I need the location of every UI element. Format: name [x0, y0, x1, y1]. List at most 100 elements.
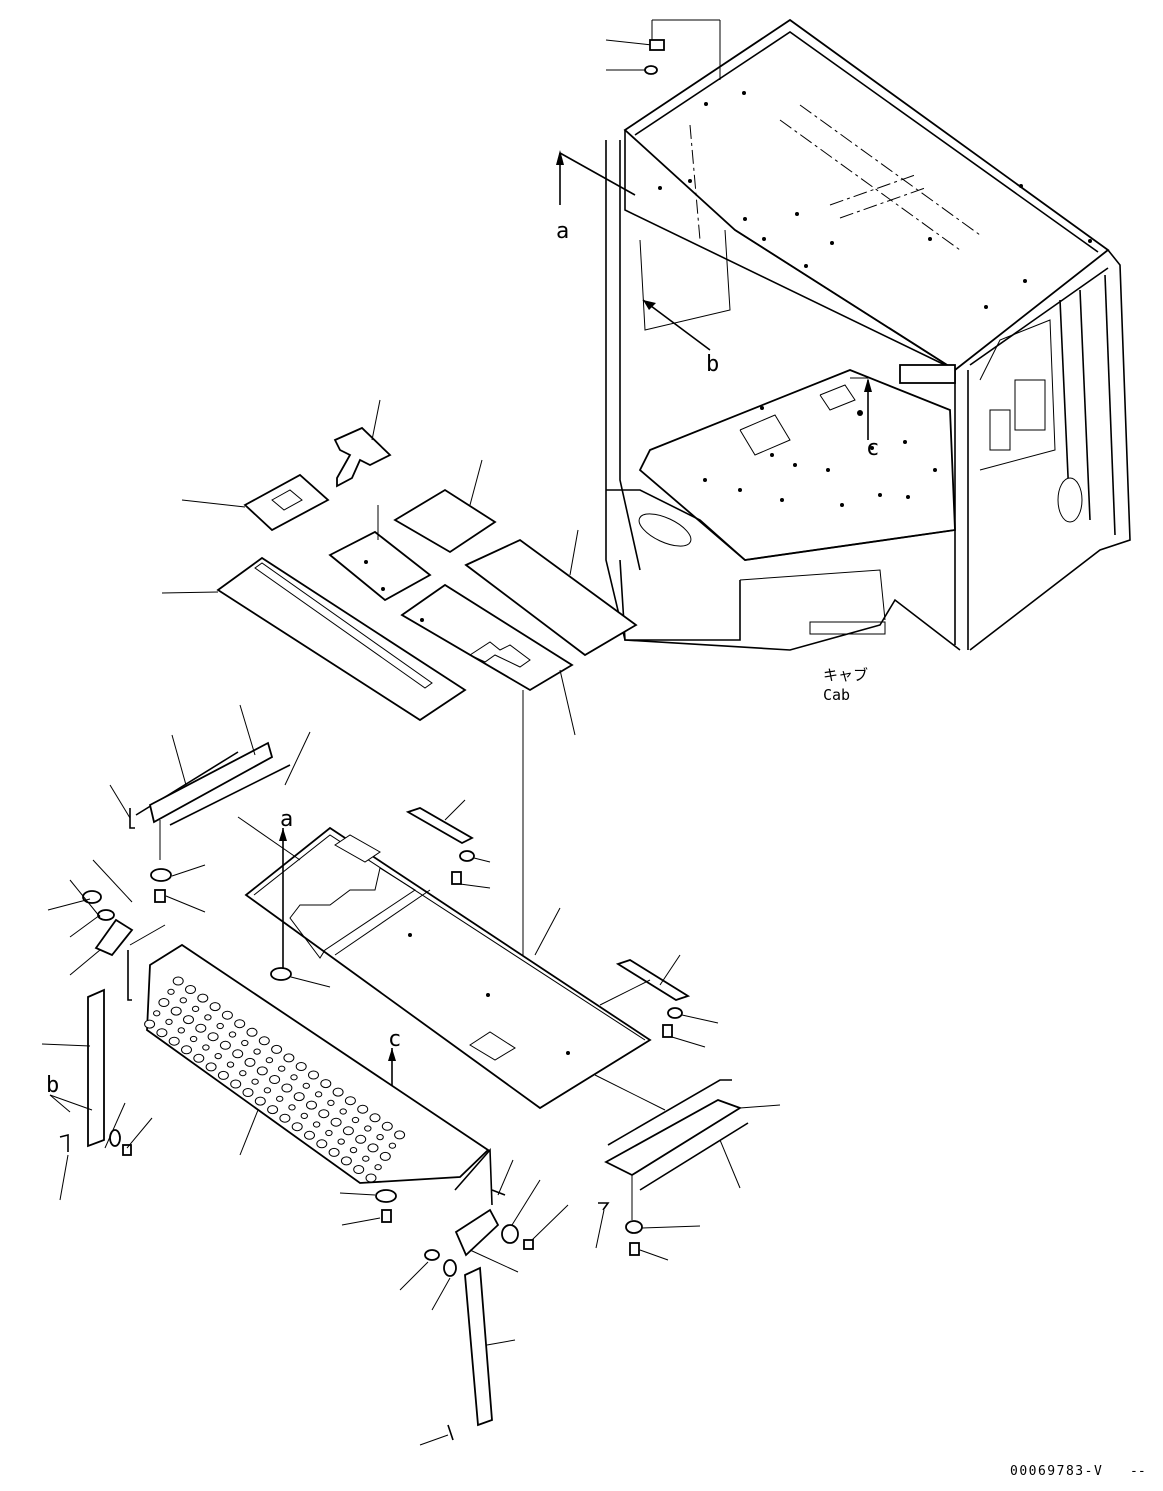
step-hole: [244, 1057, 256, 1067]
step-hole: [246, 1027, 258, 1037]
step-hole: [216, 1022, 224, 1030]
step-hole: [221, 1010, 233, 1020]
step-hole: [239, 1070, 247, 1077]
step-hole: [234, 1019, 246, 1029]
step-hole: [290, 1074, 298, 1081]
step-hole: [344, 1096, 356, 1106]
floor-ref-label-a: a: [280, 807, 293, 832]
step-hole: [374, 1164, 382, 1171]
step-hole: [191, 1005, 200, 1013]
drawing-suffix: --: [1130, 1464, 1146, 1479]
step-hole: [318, 1109, 330, 1119]
step-hole: [258, 1036, 270, 1046]
step-hole: [388, 1142, 397, 1149]
step-hole: [202, 1044, 210, 1051]
step-hole: [332, 1087, 344, 1097]
cab-assembly-icon: [605, 18, 1131, 651]
step-hole: [312, 1121, 321, 1128]
step-hole: [230, 1079, 242, 1089]
left-ref-label-b: b: [46, 1073, 59, 1098]
cab-ref-label-a: a: [556, 219, 569, 244]
step-hole: [365, 1173, 377, 1183]
step-hole: [156, 1028, 168, 1038]
mat-parts: [161, 399, 638, 1080]
step-hole: [189, 1035, 198, 1043]
step-hole: [364, 1125, 372, 1132]
step-hole: [276, 1095, 284, 1102]
cab-leaders: [556, 19, 872, 440]
step-hole: [367, 1143, 379, 1153]
step-hole: [241, 1039, 249, 1047]
washer-icon: [644, 65, 658, 75]
step-hole: [355, 1134, 367, 1144]
step-hole: [288, 1104, 296, 1111]
step-hole: [197, 993, 209, 1003]
step-hole: [283, 1053, 295, 1063]
drawing-number: 00069783-V: [1010, 1464, 1103, 1479]
step-hole: [181, 1045, 192, 1055]
step-hole: [308, 1070, 319, 1080]
step-hole: [327, 1099, 335, 1107]
step-hole: [170, 1006, 182, 1016]
step-hole: [320, 1079, 332, 1089]
step-hole: [217, 1070, 229, 1080]
step-hole: [295, 1062, 307, 1071]
step-hole: [342, 1126, 354, 1136]
step-hole: [242, 1088, 254, 1097]
right-bracket-parts: [339, 799, 781, 1446]
step-hole: [144, 1019, 156, 1029]
step-hole: [302, 1082, 310, 1089]
cab-ref-label-c: c: [866, 436, 879, 461]
step-hole: [379, 1151, 391, 1161]
step-hole: [376, 1134, 384, 1141]
step-hole: [349, 1147, 358, 1154]
step-hole: [394, 1130, 406, 1140]
step-hole: [291, 1122, 303, 1132]
step-hole: [207, 1032, 219, 1042]
step-hole: [314, 1091, 323, 1098]
step-hole: [265, 1057, 274, 1064]
step-hole: [158, 998, 170, 1007]
step-hole: [172, 976, 184, 986]
cab-ref-label-b: b: [706, 352, 719, 377]
step-hole: [293, 1092, 305, 1102]
step-hole: [325, 1129, 333, 1137]
step-hole: [357, 1104, 369, 1114]
step-ref-label-c: c: [388, 1027, 401, 1052]
cab-name-jp: キャブ: [823, 666, 868, 684]
step-hole: [204, 1014, 212, 1021]
step-hole: [330, 1117, 342, 1127]
step-hole: [232, 1049, 244, 1059]
step-hole: [316, 1139, 328, 1149]
step-hole: [214, 1053, 222, 1060]
step-hole: [304, 1130, 315, 1140]
step-hole: [267, 1105, 279, 1115]
step-hole: [369, 1113, 381, 1123]
step-hole: [381, 1121, 393, 1131]
step-hole: [328, 1147, 340, 1157]
step-hole: [362, 1155, 370, 1162]
step-hole: [340, 1156, 352, 1166]
step-hole: [193, 1053, 205, 1063]
step-hole: [254, 1096, 266, 1106]
step-hole: [179, 997, 188, 1004]
step-hole: [351, 1116, 360, 1124]
step-hole: [256, 1066, 268, 1076]
left-bracket-parts: [41, 704, 331, 1201]
step-hole: [165, 1018, 173, 1026]
step-hole: [195, 1023, 207, 1033]
bolt-icon: [649, 39, 665, 51]
step-hole: [251, 1078, 259, 1085]
step-hole: [168, 1036, 180, 1046]
step-hole: [253, 1048, 261, 1055]
step-hole: [177, 1027, 186, 1034]
step-hole: [226, 1061, 235, 1068]
step-hole: [281, 1083, 293, 1093]
step-hole: [279, 1113, 291, 1123]
step-hole: [339, 1108, 347, 1115]
step-hole: [153, 1010, 161, 1017]
floor-plate-icon: [244, 826, 652, 1110]
bolt-icon: [122, 889, 166, 1156]
